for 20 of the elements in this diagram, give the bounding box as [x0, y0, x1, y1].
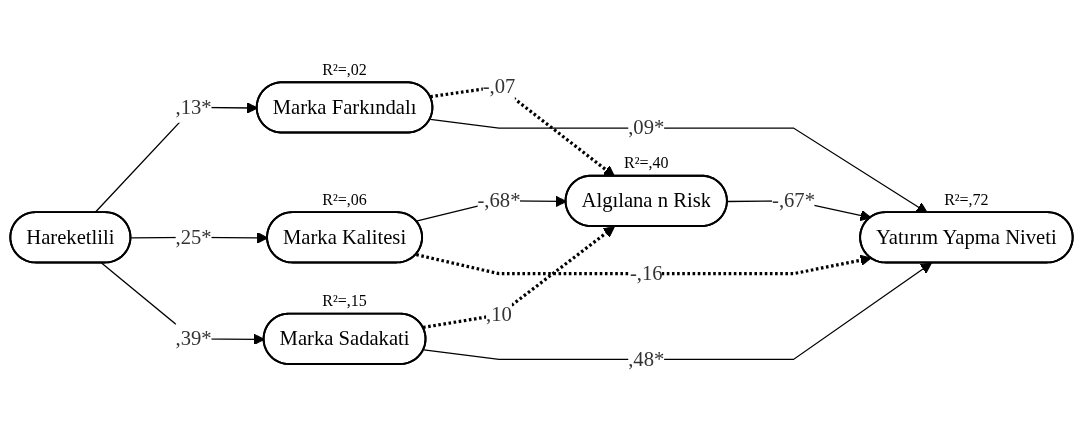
edge-label: -,68*: [477, 189, 521, 212]
edge-label: -,16: [629, 262, 663, 285]
r-squared-label: R²=,15: [322, 292, 367, 311]
r-squared-label: R²=,06: [322, 190, 367, 209]
edge-label: ,13*: [175, 96, 212, 119]
arrow: [422, 226, 615, 330]
arrow: [429, 119, 928, 214]
edge-label: -,07: [482, 75, 516, 98]
edge-label: ,25*: [175, 226, 212, 248]
arrow: [430, 85, 615, 178]
r-squared-label: R²=,02: [322, 60, 367, 79]
edge-label: ,39*: [175, 327, 212, 350]
edge-label: ,10: [486, 303, 512, 326]
edge-label: -,67*: [772, 189, 815, 212]
arrow: [415, 253, 872, 276]
edge-label: ,09*: [628, 116, 665, 139]
edge-label: ,48*: [628, 348, 665, 371]
arrow: [423, 262, 932, 361]
r-squared-label: R²=,40: [624, 154, 669, 173]
r-squared-label: R²=,72: [944, 190, 989, 209]
